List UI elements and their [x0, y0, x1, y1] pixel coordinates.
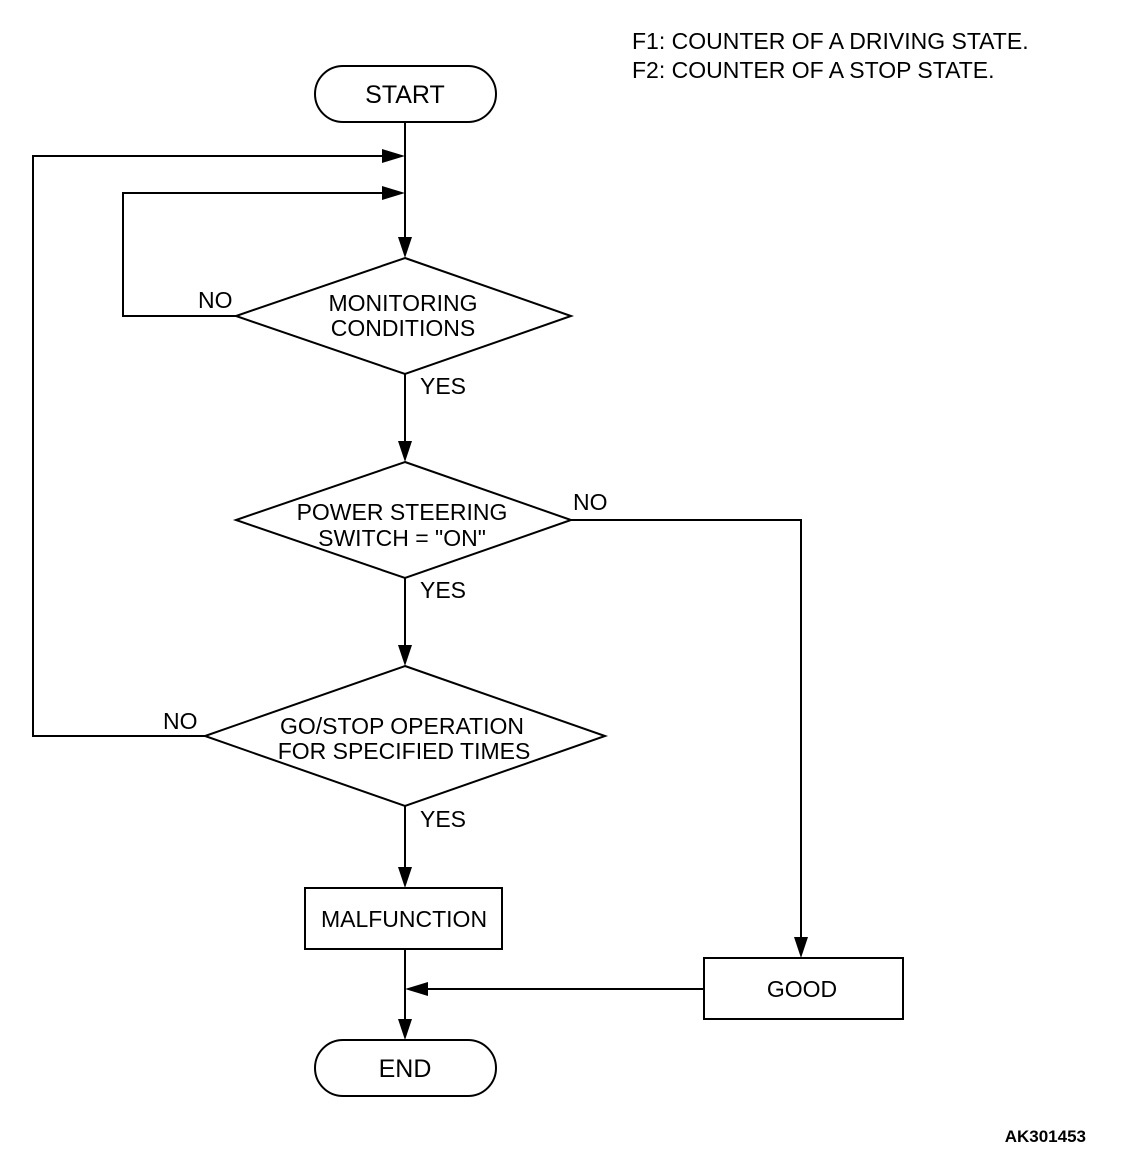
decision1-label-line2: CONDITIONS	[331, 315, 475, 341]
start-label: START	[365, 81, 445, 109]
decision3-label-line1: GO/STOP OPERATION	[280, 713, 524, 739]
legend-f1: F1: COUNTER OF A DRIVING STATE.	[632, 28, 1029, 54]
decision3-yes-label: YES	[420, 806, 466, 832]
decision2-label-line2: SWITCH = "ON"	[318, 525, 486, 551]
arrow-into-decision3	[398, 645, 412, 666]
good-label: GOOD	[767, 976, 837, 1002]
arrow-into-malfunction	[398, 867, 412, 888]
arrow-into-decision1	[398, 237, 412, 258]
arrow-into-decision2	[398, 441, 412, 462]
decision3-label-line2: FOR SPECIFIED TIMES	[278, 738, 531, 764]
decision3-no-label: NO	[163, 708, 198, 734]
good-box	[703, 957, 904, 1020]
loop-decision1-no	[122, 192, 392, 317]
decision1-no-label: NO	[198, 287, 233, 313]
arrow-loop-inner	[382, 186, 405, 200]
figure-code: AK301453	[1005, 1127, 1086, 1146]
decision1-label-line1: MONITORING	[328, 290, 477, 316]
arrow-good-merge	[405, 982, 428, 996]
loop-decision3-no	[32, 155, 392, 737]
decision2-label-line1: POWER STEERING	[297, 499, 508, 525]
end-label: END	[379, 1055, 432, 1083]
malfunction-label: MALFUNCTION	[321, 906, 487, 932]
end-terminator	[314, 1039, 497, 1097]
legend-f2: F2: COUNTER OF A STOP STATE.	[632, 57, 995, 83]
arrow-into-good	[794, 937, 808, 958]
decision2-yes-label: YES	[420, 577, 466, 603]
decision2-no-label: NO	[573, 489, 608, 515]
arrow-into-end	[398, 1019, 412, 1040]
connector-decision2-no-to-good	[571, 519, 802, 940]
malfunction-box	[304, 887, 503, 950]
decision1-yes-label: YES	[420, 373, 466, 399]
arrow-loop-outer	[382, 149, 405, 163]
